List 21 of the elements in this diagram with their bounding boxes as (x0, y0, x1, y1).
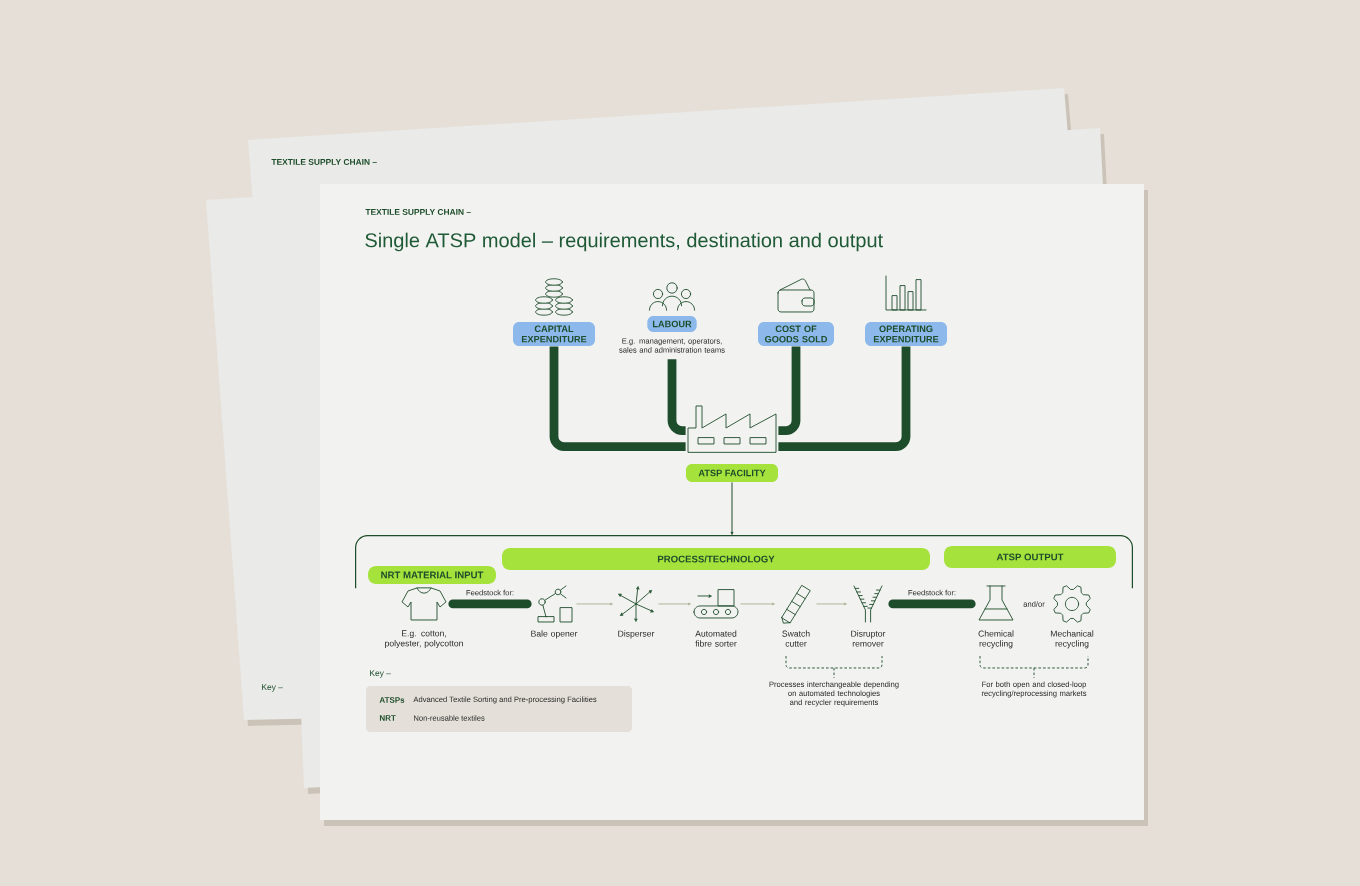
title: Single ATSP model – requirements, destination and output (365, 232, 883, 252)
pipe (667, 359, 687, 435)
arrow (815, 602, 847, 606)
arrow (739, 602, 775, 606)
t-shirt-icon (401, 587, 447, 621)
robot-arm-icon (537, 585, 573, 623)
bracket (355, 534, 1133, 589)
flask-icon (978, 585, 1014, 621)
gear-icon (1053, 585, 1091, 623)
arrow (730, 481, 734, 535)
pipe (888, 599, 976, 609)
zipper-icon (853, 585, 883, 623)
conveyor-icon (693, 589, 739, 619)
pipe (549, 346, 686, 451)
arrows-icon (618, 586, 654, 622)
pipe (448, 599, 532, 609)
pipe (778, 346, 801, 435)
pipe (778, 346, 911, 451)
arrow (575, 602, 613, 606)
arrow (657, 602, 691, 606)
cutter-icon (781, 584, 811, 624)
